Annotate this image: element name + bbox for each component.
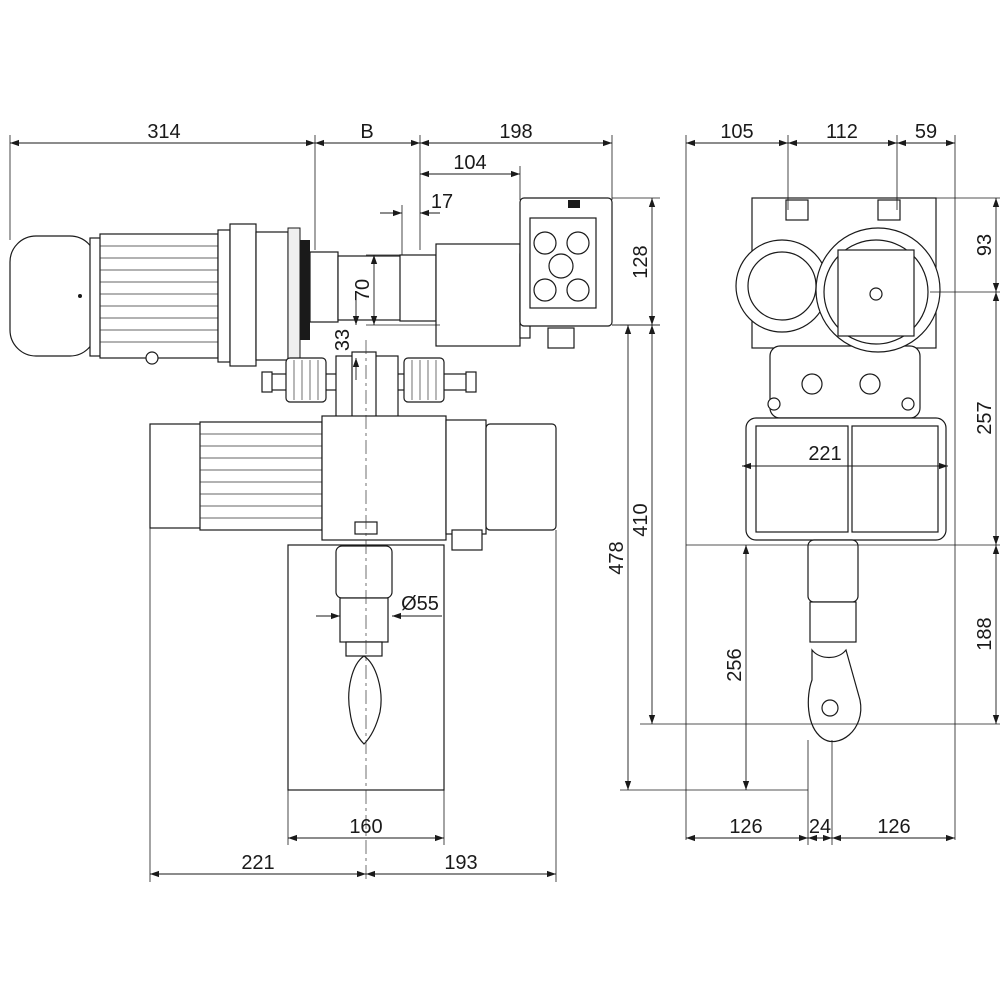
dim-93: 93 <box>974 234 996 256</box>
dim-221-side: 221 <box>808 443 841 465</box>
dim-128: 128 <box>630 245 652 278</box>
dim-314: 314 <box>147 121 180 143</box>
hoist-body <box>149 415 557 551</box>
dim-59: 59 <box>915 121 937 143</box>
dim-33: 33 <box>332 329 354 351</box>
dim-70: 70 <box>352 279 374 301</box>
dim-diameter-55: Ø55 <box>401 593 439 615</box>
dim-105: 105 <box>720 121 753 143</box>
trolley-motor <box>9 223 339 369</box>
dim-198: 198 <box>499 121 532 143</box>
dim-104: 104 <box>453 152 486 174</box>
dim-478: 478 <box>606 541 628 574</box>
dim-193: 193 <box>444 852 477 874</box>
side-motor <box>735 227 941 353</box>
control-box <box>519 197 613 349</box>
dim-112: 112 <box>826 121 858 143</box>
dimensions: 314 B 198 104 17 128 70 33 Ø55 4 <box>9 121 1000 882</box>
dim-24: 24 <box>809 816 831 838</box>
dim-410: 410 <box>630 503 652 536</box>
dim-126-right: 126 <box>877 816 910 838</box>
side-bottom-block <box>807 539 862 743</box>
dim-160: 160 <box>349 816 382 838</box>
dim-126-left: 126 <box>729 816 762 838</box>
side-hoist-box <box>745 417 947 541</box>
dim-256: 256 <box>724 648 746 681</box>
dim-257: 257 <box>974 401 996 434</box>
dim-188: 188 <box>974 617 996 650</box>
front-view <box>9 197 613 880</box>
dim-221-bottom: 221 <box>241 852 274 874</box>
dim-17: 17 <box>431 191 453 213</box>
side-view <box>735 197 947 743</box>
bottom-block <box>335 545 393 745</box>
dim-B: B <box>360 121 373 143</box>
